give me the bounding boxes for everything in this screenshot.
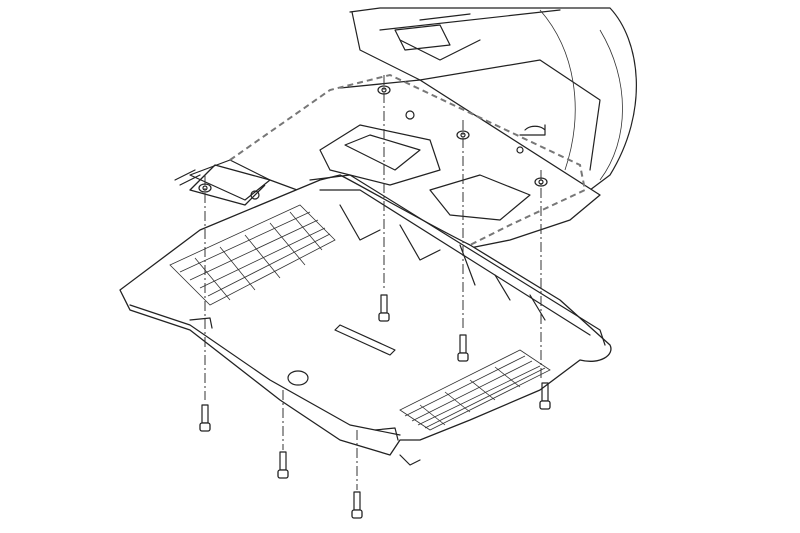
vent-grille-left — [169, 204, 336, 306]
screw-icon — [277, 451, 289, 479]
screw-icon — [457, 334, 469, 362]
vent-grille-right — [399, 349, 551, 431]
screw-icon — [351, 491, 363, 519]
screws — [199, 294, 551, 519]
screw-icon — [378, 294, 390, 322]
screw-icon — [199, 404, 211, 432]
assembly-center-lines — [204, 75, 542, 490]
bottom-cover — [119, 174, 612, 466]
screw-icon — [539, 382, 551, 410]
chassis-body — [349, 7, 637, 201]
